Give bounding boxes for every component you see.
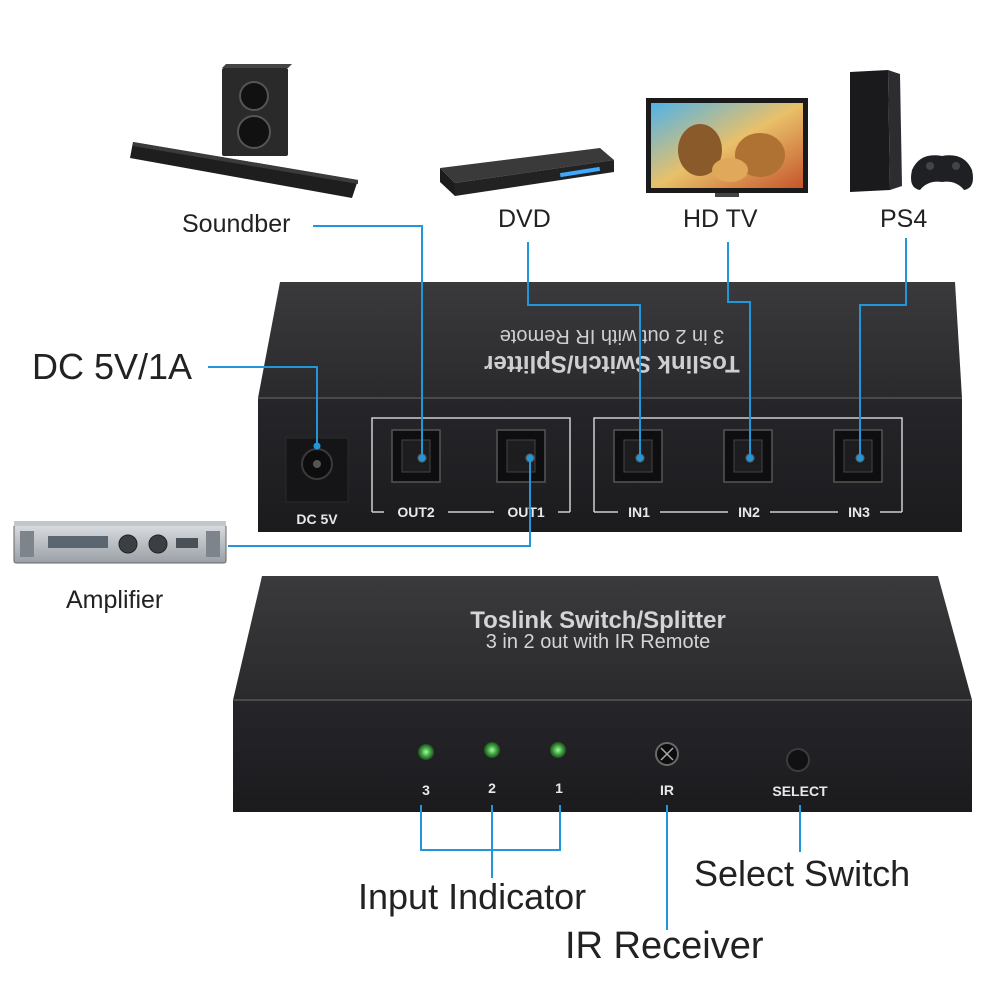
label-input-indicator: Input Indicator: [358, 876, 587, 917]
ps4-picture: [850, 70, 973, 192]
leader-ps4: [859, 238, 907, 458]
rear-top-print-line1: Toslink Switch/Splitter: [484, 350, 740, 377]
switch-rear-view: Toslink Switch/Splitter 3 in 2 out with …: [258, 282, 962, 532]
port-label-in3: IN3: [848, 504, 870, 520]
leader-hdtv: [727, 242, 751, 458]
rear-top-print-line2: 3 in 2 out with IR Remote: [500, 325, 725, 347]
dvd-player-picture: [440, 148, 614, 196]
port-label-out1: OUT1: [507, 504, 545, 520]
soundbar-picture: [130, 64, 358, 198]
optical-port-out1: [496, 429, 546, 483]
leader-dvd: [527, 242, 641, 458]
leader-power: [208, 366, 318, 446]
label-ir-receiver: IR Receiver: [565, 925, 764, 967]
switch-front-view: Toslink Switch/Splitter 3 in 2 out with …: [233, 576, 972, 812]
indicator-number-3: 3: [422, 782, 430, 798]
port-label-in1: IN1: [628, 504, 650, 520]
leader-soundbar: [313, 225, 423, 458]
indicator-number-2: 2: [488, 780, 496, 796]
ir-label: IR: [660, 782, 674, 798]
leader-lines: [208, 225, 907, 930]
optical-port-out2: [391, 429, 441, 483]
hd-tv-picture: [646, 98, 808, 197]
leader-indicators: [420, 805, 561, 851]
input-indicator-led-3: [418, 744, 434, 760]
label-select-switch: Select Switch: [694, 853, 911, 894]
front-title-line2: 3 in 2 out with IR Remote: [486, 631, 711, 653]
label-ps4: PS4: [880, 205, 928, 233]
front-title-line1: Toslink Switch/Splitter: [470, 607, 726, 634]
label-soundbar: Soundber: [182, 210, 291, 238]
label-dc-power: DC 5V/1A: [32, 346, 193, 387]
label-hdtv: HD TV: [683, 205, 758, 233]
leader-amplifier: [228, 458, 531, 547]
port-label-in2: IN2: [738, 504, 760, 520]
port-label-out2: OUT2: [397, 504, 435, 520]
label-amplifier: Amplifier: [66, 586, 164, 614]
leader-dots: [313, 442, 864, 462]
select-button[interactable]: [786, 748, 810, 772]
input-indicator-led-1: [550, 742, 566, 758]
indicator-number-1: 1: [555, 780, 563, 796]
dc-power-label: DC 5V: [296, 511, 338, 527]
label-dvd: DVD: [498, 205, 551, 233]
amplifier-picture: [13, 521, 227, 564]
select-label: SELECT: [772, 783, 828, 799]
input-indicator-led-2: [484, 742, 500, 758]
